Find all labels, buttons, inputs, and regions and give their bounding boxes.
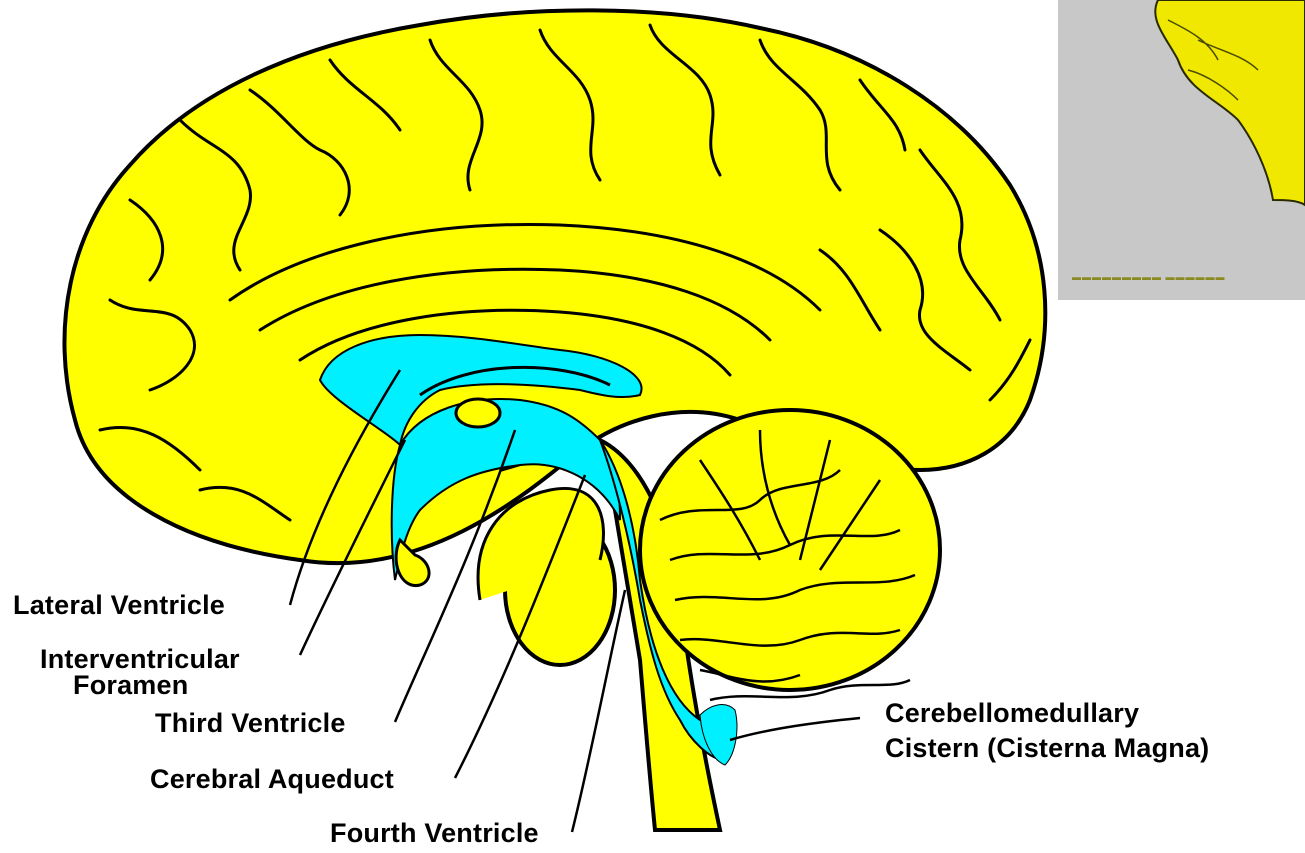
- cerebellum: [640, 410, 940, 690]
- inset-brain-drawing: [1058, 0, 1305, 300]
- label-interventricular-foramen-line1: Interventricular: [40, 646, 240, 673]
- leader-cisterna-magna: [730, 718, 860, 740]
- label-interventricular-foramen-line2: Foramen: [73, 672, 188, 699]
- label-cisterna-magna-line2: Cistern (Cisterna Magna): [885, 735, 1209, 762]
- label-cerebral-aqueduct: Cerebral Aqueduct: [150, 766, 394, 793]
- inset-caption: ▬▬▬▬▬▬▬▬▬ ▬▬▬▬▬▬: [1072, 272, 1226, 282]
- label-lateral-ventricle: Lateral Ventricle: [13, 592, 225, 619]
- label-cisterna-magna-line1: Cerebellomedullary: [885, 700, 1139, 727]
- label-third-ventricle: Third Ventricle: [155, 710, 346, 737]
- interthalamic-adhesion: [456, 399, 500, 427]
- label-fourth-ventricle: Fourth Ventricle: [330, 820, 539, 847]
- inset-brain-photo: ▬▬▬▬▬▬▬▬▬ ▬▬▬▬▬▬: [1058, 0, 1305, 300]
